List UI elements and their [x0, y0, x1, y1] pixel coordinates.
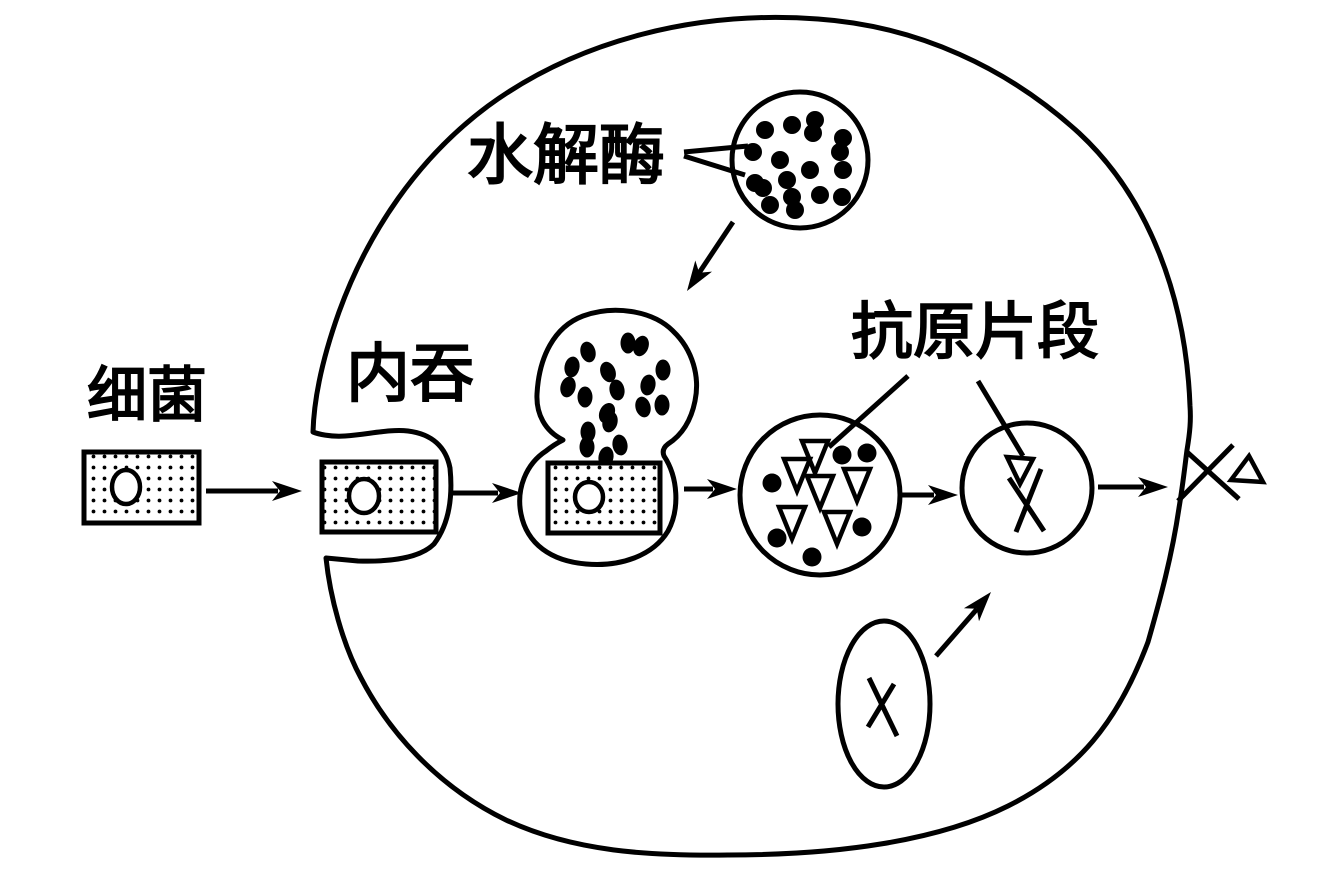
vesicle-membrane [959, 420, 1095, 556]
mhc-molecule [865, 682, 897, 729]
presented-antigen-complex [1176, 443, 1267, 503]
arrow-step-3 [684, 479, 737, 499]
phagolysosome-membrane [517, 307, 700, 567]
displayed-antigen-triangle [1226, 451, 1267, 485]
bacterium-body [81, 449, 202, 526]
arrow-step-4 [902, 485, 958, 505]
bacterium-nucleoid [346, 476, 382, 516]
bacterium-nucleoid [572, 479, 606, 515]
cell-membrane [310, 14, 1193, 858]
mhc-molecule [1176, 443, 1235, 503]
antigen-pointer-line-right [975, 379, 1026, 458]
label-hydrolase: 水解酶 [467, 118, 665, 192]
mhc-molecule [1013, 468, 1044, 533]
arrow-lysosome-fusion [687, 220, 736, 291]
arrow-mhc-transport [934, 592, 991, 658]
mhc-molecule [1185, 450, 1241, 501]
vesicle-membrane [835, 618, 933, 790]
enzyme-dots [560, 332, 671, 468]
phagolysosome [517, 307, 700, 567]
label-endocytosis: 内吞 [346, 338, 474, 410]
bacterium-outside [81, 449, 202, 526]
label-antigen-fragment: 抗原片段 [851, 298, 1099, 367]
arrow-step-2 [452, 483, 522, 503]
antigen-fragment-vesicle [737, 412, 903, 578]
lysosome [729, 89, 871, 231]
antigen-fragment-triangles [775, 438, 874, 550]
bound-antigen-triangle [1003, 454, 1037, 490]
arrow-step-1 [206, 481, 302, 501]
vesicle-membrane [737, 412, 903, 578]
lysosome-enzyme-dots [744, 111, 852, 219]
bacterium-nucleoid [109, 467, 143, 507]
arrow-step-5 [1098, 477, 1168, 497]
debris-dots [762, 443, 877, 567]
antigen-pointer-line-left [827, 374, 910, 449]
hydrolase-pointer-lines [683, 143, 749, 178]
mhc-transport-vesicle [835, 618, 933, 790]
label-bacterium: 细菌 [87, 362, 207, 429]
lysosome-membrane [729, 89, 871, 231]
bacterium-engulfed [319, 459, 439, 535]
mhc-antigen-vesicle [959, 420, 1095, 556]
